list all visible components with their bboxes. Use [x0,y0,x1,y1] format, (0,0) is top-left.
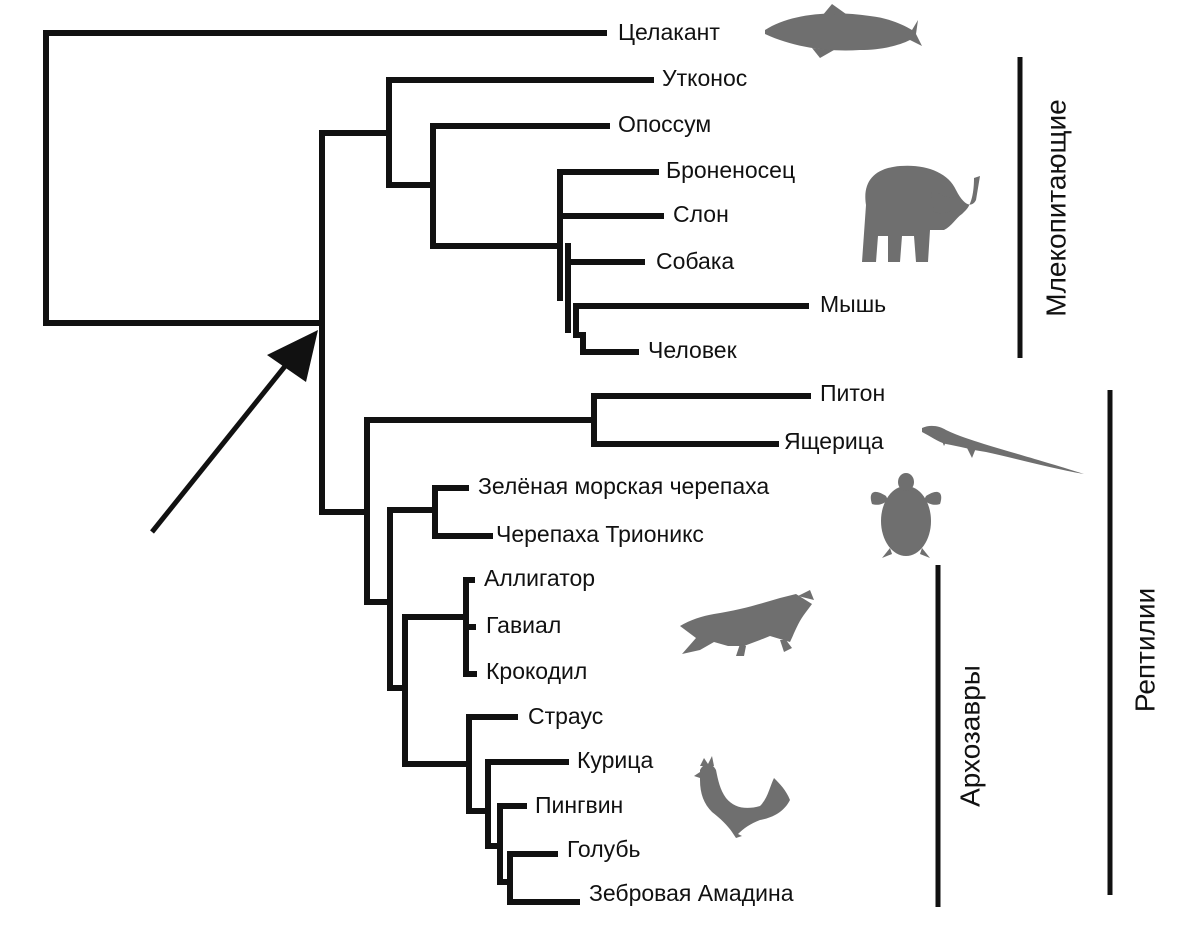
arrow-shaft [150,358,292,534]
branch-root [43,30,607,326]
lizard-icon [922,425,1084,474]
taxon-label: Опоссум [618,111,711,137]
taxon-label: Человек [648,337,738,363]
taxon-label: Пингвин [535,792,623,818]
mammals-group-label: Млекопитающие [1040,99,1071,317]
rooster-icon [694,756,790,838]
taxon-label: Курица [577,747,653,773]
taxon-label: Зебровая Амадина [589,880,794,906]
taxon-label: Слон [673,201,729,227]
taxon-label: Мышь [820,291,886,317]
crocodile-icon [680,590,814,656]
branch-reptiles [364,393,811,905]
arrow-pointer [150,330,318,534]
archosaurs-group-label: Архозавры [954,665,985,807]
coelacanth-icon [765,4,922,58]
elephant-icon [862,165,980,262]
taxon-label: Целакант [618,19,720,45]
reptiles-group-label: Рептилии [1129,588,1160,712]
taxon-label: Черепаха Трионикс [496,521,704,547]
taxon-label: Питон [820,380,885,406]
branch-amniota [319,130,392,515]
taxon-label: Собака [656,248,734,274]
taxon-label: Аллигатор [484,565,595,591]
taxon-label: Зелёная морская черепаха [478,473,769,499]
taxon-label: Крокодил [486,658,587,684]
taxon-label: Броненосец [666,157,795,183]
taxon-label: Утконос [662,65,747,91]
taxon-label: Страус [528,703,603,729]
taxon-labels: Целакант Утконос Опоссум Броненосец Слон… [478,19,886,906]
taxon-label: Гавиал [486,612,561,638]
tree-branches [43,30,811,905]
turtle-icon [870,473,942,558]
taxon-label: Ящерица [784,428,884,454]
group-brackets: Млекопитающие Рептилии Архозавры [935,57,1160,907]
branch-mammals [386,77,809,355]
arrow-head [267,330,318,382]
taxon-label: Голубь [567,836,641,862]
